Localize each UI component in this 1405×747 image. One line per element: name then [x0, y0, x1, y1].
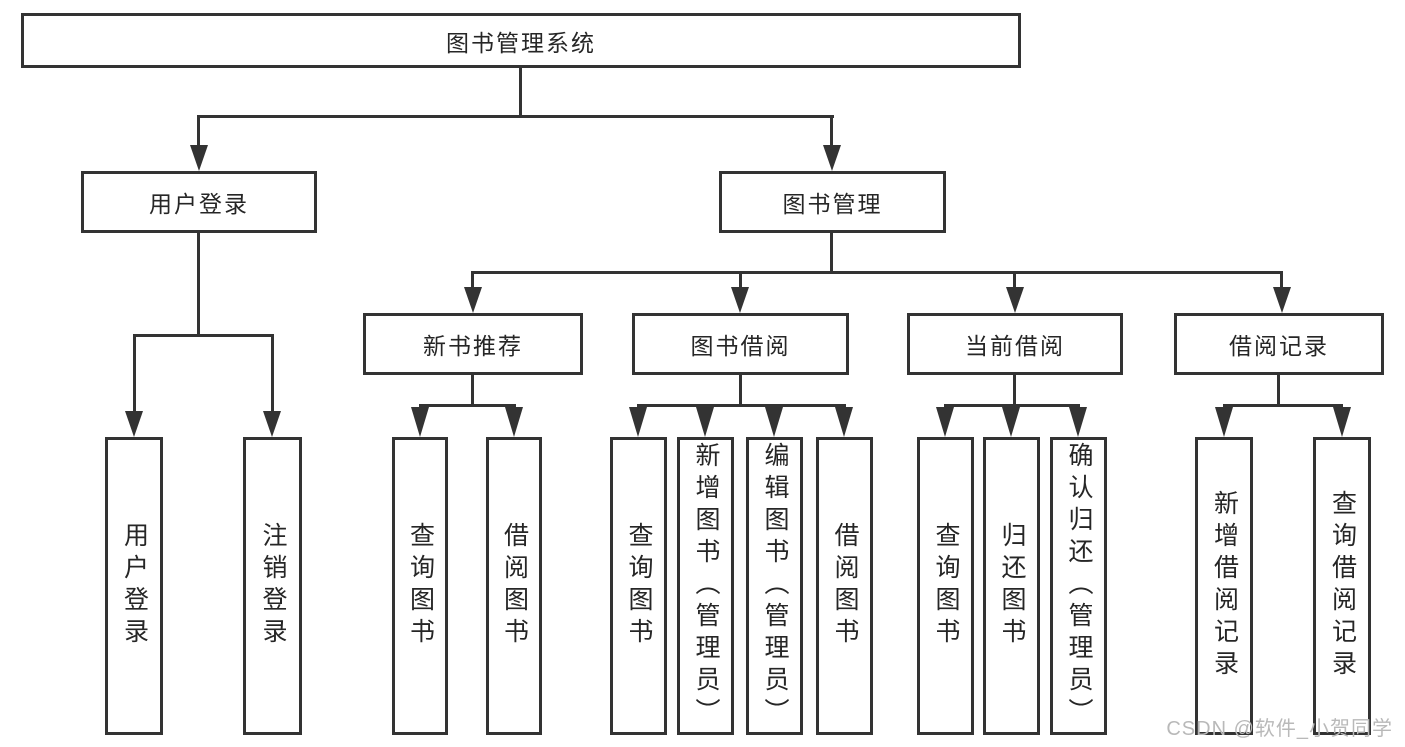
- connector-login-hline: [133, 334, 274, 337]
- leaf-query-books-borrow: 查询图书: [610, 437, 667, 735]
- connector-l3-stem: [471, 271, 474, 290]
- arrowhead-down-icon: [823, 145, 841, 171]
- connector-login-leaf1-stem: [133, 334, 136, 413]
- connector-l3-stem: [1280, 271, 1283, 290]
- leaf-query-borrow-record: 查询借阅记录: [1313, 437, 1371, 735]
- leaf-user-login: 用户登录: [105, 437, 163, 735]
- node-book-borrow: 图书借阅: [632, 313, 849, 375]
- connector-userlogin-stem: [197, 115, 200, 148]
- arrowhead-down-icon: [1333, 407, 1351, 437]
- arrowhead-down-icon: [1273, 287, 1291, 313]
- connector-bookmgmt-substem: [830, 231, 833, 274]
- watermark: CSDN @软件_小贺同学: [1166, 718, 1393, 740]
- node-user-login: 用户登录: [81, 171, 317, 233]
- arrowhead-down-icon: [464, 287, 482, 313]
- arrowhead-down-icon: [731, 287, 749, 313]
- node-root: 图书管理系统: [21, 13, 1021, 68]
- connector-newbook-hline: [419, 404, 516, 407]
- connector-l3-stem: [739, 271, 742, 290]
- arrowhead-down-icon: [1006, 287, 1024, 313]
- leaf-query-books-newbook: 查询图书: [392, 437, 448, 735]
- leaf-query-books-current: 查询图书: [917, 437, 974, 735]
- connector-borrow-hline: [637, 404, 846, 407]
- arrowhead-down-icon: [125, 411, 143, 437]
- leaf-borrow-books-borrow: 借阅图书: [816, 437, 873, 735]
- leaf-confirm-return-admin: 确认归还（管理员）: [1050, 437, 1107, 735]
- leaf-add-book-admin: 新增图书（管理员）: [677, 437, 734, 735]
- leaf-logout: 注销登录: [243, 437, 302, 735]
- arrowhead-down-icon: [696, 407, 714, 437]
- connector-borrow-substem: [739, 373, 742, 407]
- connector-current-hline: [944, 404, 1080, 407]
- leaf-return-book: 归还图书: [983, 437, 1040, 735]
- connector-level1-hline: [197, 115, 834, 118]
- arrowhead-down-icon: [263, 411, 281, 437]
- connector-l3-stem: [1013, 271, 1016, 290]
- arrowhead-down-icon: [190, 145, 208, 171]
- node-borrow-records: 借阅记录: [1174, 313, 1384, 375]
- connector-login-substem: [197, 231, 200, 337]
- arrowhead-down-icon: [1215, 407, 1233, 437]
- arrowhead-down-icon: [411, 407, 429, 437]
- node-current-borrow: 当前借阅: [907, 313, 1123, 375]
- connector-current-substem: [1013, 373, 1016, 407]
- arrowhead-down-icon: [835, 407, 853, 437]
- arrowhead-down-icon: [1069, 407, 1087, 437]
- arrowhead-down-icon: [505, 407, 523, 437]
- connector-root-stem: [519, 68, 522, 118]
- leaf-edit-book-admin: 编辑图书（管理员）: [746, 437, 803, 735]
- arrowhead-down-icon: [936, 407, 954, 437]
- leaf-add-borrow-record: 新增借阅记录: [1195, 437, 1253, 735]
- connector-level2-hline: [471, 271, 1283, 274]
- connector-login-leaf2-stem: [271, 334, 274, 413]
- arrowhead-down-icon: [1002, 407, 1020, 437]
- connector-records-hline: [1223, 404, 1343, 407]
- connector-bookmgmt-stem: [830, 115, 833, 148]
- connector-newbook-substem: [471, 373, 474, 407]
- arrowhead-down-icon: [765, 407, 783, 437]
- connector-records-substem: [1277, 373, 1280, 407]
- arrowhead-down-icon: [629, 407, 647, 437]
- node-book-management: 图书管理: [719, 171, 946, 233]
- node-new-book-recommend: 新书推荐: [363, 313, 583, 375]
- leaf-borrow-books-newbook: 借阅图书: [486, 437, 542, 735]
